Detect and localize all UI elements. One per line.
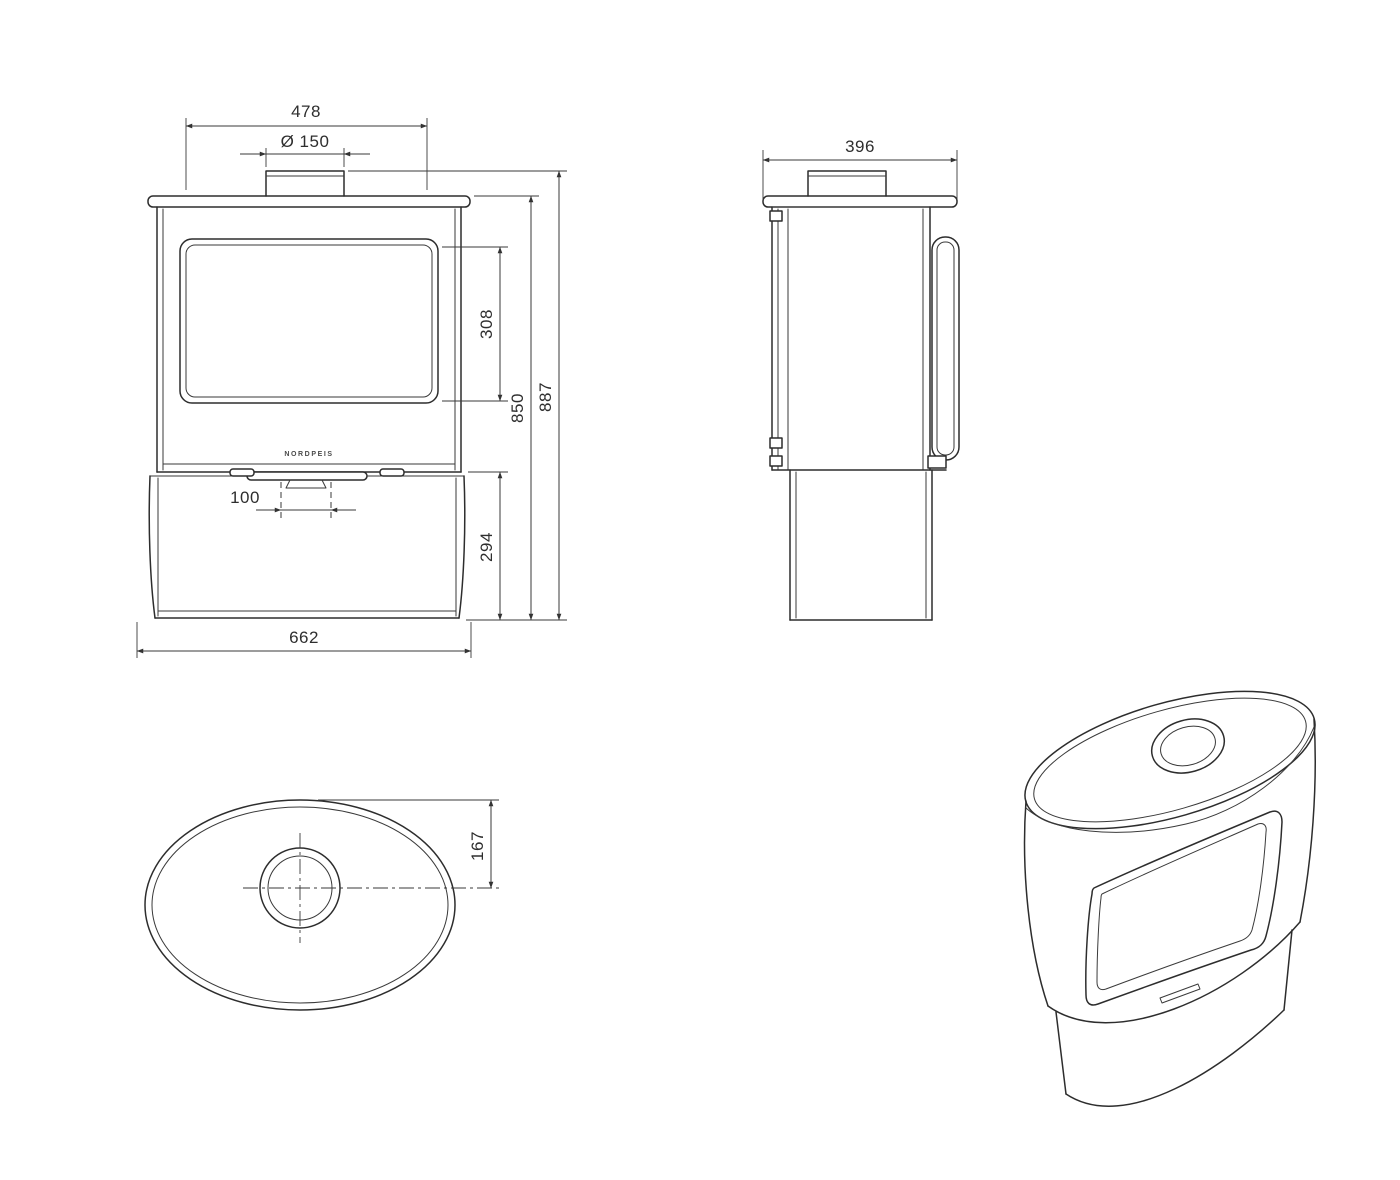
base-left-edge: [148, 475, 156, 619]
side-glass-inner: [936, 241, 955, 456]
dim-label-308: 308: [477, 309, 496, 339]
dim-flue-offset: 167: [318, 799, 499, 889]
dim-label-850: 850: [508, 393, 527, 423]
front-view: NORDPEIS: [147, 170, 471, 619]
door-latch-side: [927, 455, 947, 469]
iso-plate-thickness: [1025, 726, 1315, 833]
glass-window-inner: [185, 244, 433, 398]
base-right-edge: [458, 475, 466, 619]
dim-total-height: 887: [348, 170, 567, 621]
iso-handle: [1159, 983, 1201, 1004]
flue-collar: [265, 170, 345, 197]
top-dimensions: 167: [318, 799, 499, 889]
iso-flue-opening: [1150, 718, 1226, 774]
dim-glass-height: 308: [442, 246, 508, 402]
iso-glass: [1085, 810, 1283, 1006]
iso-base-bottom: [1065, 1009, 1285, 1107]
side-dimensions: 396: [762, 137, 958, 200]
dim-flue-diameter: Ø 150: [240, 132, 370, 167]
dim-total-width: 662: [136, 622, 472, 658]
dim-label-887: 887: [536, 382, 555, 412]
iso-glass-inner: [1096, 823, 1267, 991]
ash-lip: [285, 479, 327, 489]
dim-ash-lip: 100: [230, 488, 356, 513]
iso-body-right: [1299, 718, 1316, 923]
right-latch: [379, 468, 405, 477]
dim-label-396: 396: [845, 137, 875, 156]
side-view: [762, 170, 960, 621]
hinge-top: [769, 210, 783, 222]
side-glass: [931, 236, 960, 461]
dim-label-flue: Ø 150: [281, 132, 330, 151]
iso-top-plate-rim: [1033, 697, 1307, 823]
left-latch: [229, 468, 255, 477]
top-view: [144, 799, 500, 1011]
body-outline-top: [144, 799, 456, 1011]
iso-body-left: [1023, 800, 1049, 1007]
isometric-view: [1023, 690, 1316, 1107]
dim-label-662: 662: [289, 628, 319, 647]
iso-base-right: [1283, 929, 1293, 1011]
flue-collar-side: [807, 170, 887, 197]
brand-label: NORDPEIS: [284, 451, 333, 458]
hinge-bottom: [769, 437, 783, 449]
dim-label-100: 100: [230, 488, 260, 507]
dim-label-167: 167: [468, 831, 487, 861]
dim-label-478: 478: [291, 102, 321, 121]
door-handle: [246, 471, 368, 481]
dim-label-294: 294: [477, 532, 496, 562]
dim-body-height: 850: [474, 195, 539, 621]
body-outline-top-inner: [151, 806, 449, 1004]
dim-base-height: 294: [468, 471, 508, 621]
iso-flue-opening-inner: [1160, 725, 1216, 767]
glass-window: [179, 238, 439, 404]
iso-body-bottom: [1047, 921, 1301, 1024]
dim-depth: 396: [762, 137, 958, 200]
hinge-lower: [769, 455, 783, 467]
iso-base-left: [1055, 1011, 1067, 1095]
top-plate-side: [762, 195, 958, 208]
front-dimensions: 478 Ø 150 308 294 850: [136, 102, 567, 658]
dim-top-width: 478: [185, 102, 428, 190]
top-plate: [147, 195, 471, 208]
